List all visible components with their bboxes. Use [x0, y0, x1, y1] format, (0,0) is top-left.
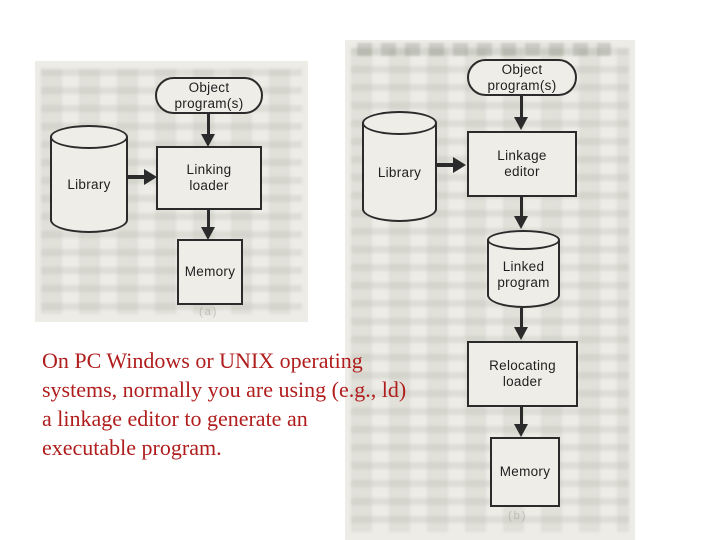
figure-b-arrow-editor-to-linked-head	[514, 216, 528, 229]
figure-a-arrow-library-to-loader-line	[128, 175, 146, 179]
figure-b-object-programs-label: Object program(s)	[487, 61, 557, 93]
figure-b-relocating-loader-label: Relocating loader	[489, 358, 556, 389]
figure-a-library-cylinder: Library	[50, 125, 128, 233]
figure-b-library-cylinder: Library	[362, 111, 437, 222]
figure-a-arrow-objects-to-loader-head	[201, 134, 215, 147]
figure-a-arrow-loader-to-memory-line	[207, 210, 210, 228]
figure-b-linked-program-label: Linked program	[497, 259, 550, 290]
figure-a-library-label: Library	[67, 177, 111, 192]
figure-a-arrow-library-to-loader-head	[144, 169, 157, 185]
figure-b-linked-program-cylinder-body	[487, 240, 560, 308]
figure-b-linked-program-cylinder-top	[487, 230, 560, 250]
figure-b-memory-label: Memory	[499, 464, 551, 479]
figure-b-linkage-editor-node: Linkage editor	[467, 131, 577, 197]
figure-a-library-cylinder-top	[50, 125, 128, 149]
figure-b-arrow-editor-to-linked-line	[520, 197, 523, 217]
figure-b-arrow-linked-to-relocating-head	[514, 327, 528, 340]
figure-b-arrow-relocating-to-memory-line	[520, 407, 523, 425]
note-line-1: On PC Windows or UNIX operating	[42, 348, 363, 373]
figure-b-arrow-objects-to-editor-line	[520, 96, 523, 118]
figure-b-arrow-linked-to-relocating-line	[520, 308, 523, 328]
figure-a-arrow-objects-to-loader-line	[207, 113, 210, 136]
figure-a-object-programs-node: Object program(s)	[155, 77, 263, 114]
figure-b-arrow-relocating-to-memory-head	[514, 424, 528, 437]
figure-a-linking-loader-label: Linking loader	[186, 162, 232, 193]
figure-b-linked-program-cylinder: Linked program	[487, 230, 560, 308]
figure-b-object-programs-node: Object program(s)	[467, 59, 577, 96]
figure-a-arrow-loader-to-memory-head	[201, 227, 215, 240]
figure-a-linking-loader-node: Linking loader	[156, 146, 262, 210]
figure-b-caption: (b)	[508, 510, 528, 522]
note-text: On PC Windows or UNIX operating systems,…	[42, 346, 472, 462]
scan-smudge	[357, 43, 611, 56]
figure-a-object-programs-label: Object program(s)	[174, 79, 244, 111]
note-line-2: systems, normally you are using (e.g., l…	[42, 377, 407, 402]
figure-a-memory-node: Memory	[177, 239, 243, 305]
note-line-3: a linkage editor to generate an	[42, 406, 308, 431]
figure-b-linkage-editor-label: Linkage editor	[497, 148, 547, 179]
figure-b-arrow-library-to-editor-head	[453, 157, 466, 173]
figure-b-library-label: Library	[377, 164, 422, 180]
figure-b-arrow-library-to-editor-line	[437, 163, 455, 167]
figure-a-caption: (a)	[199, 306, 219, 318]
figure-a-memory-label: Memory	[184, 264, 236, 279]
figure-b-arrow-objects-to-editor-head	[514, 117, 528, 130]
note-line-4: executable program.	[42, 435, 222, 460]
figure-a-library-cylinder-body	[50, 137, 128, 233]
figure-b-library-cylinder-top	[362, 111, 437, 135]
figure-b-library-cylinder-body	[362, 123, 437, 222]
figure-b-memory-node: Memory	[490, 437, 560, 507]
figure-b-relocating-loader-node: Relocating loader	[467, 341, 578, 407]
